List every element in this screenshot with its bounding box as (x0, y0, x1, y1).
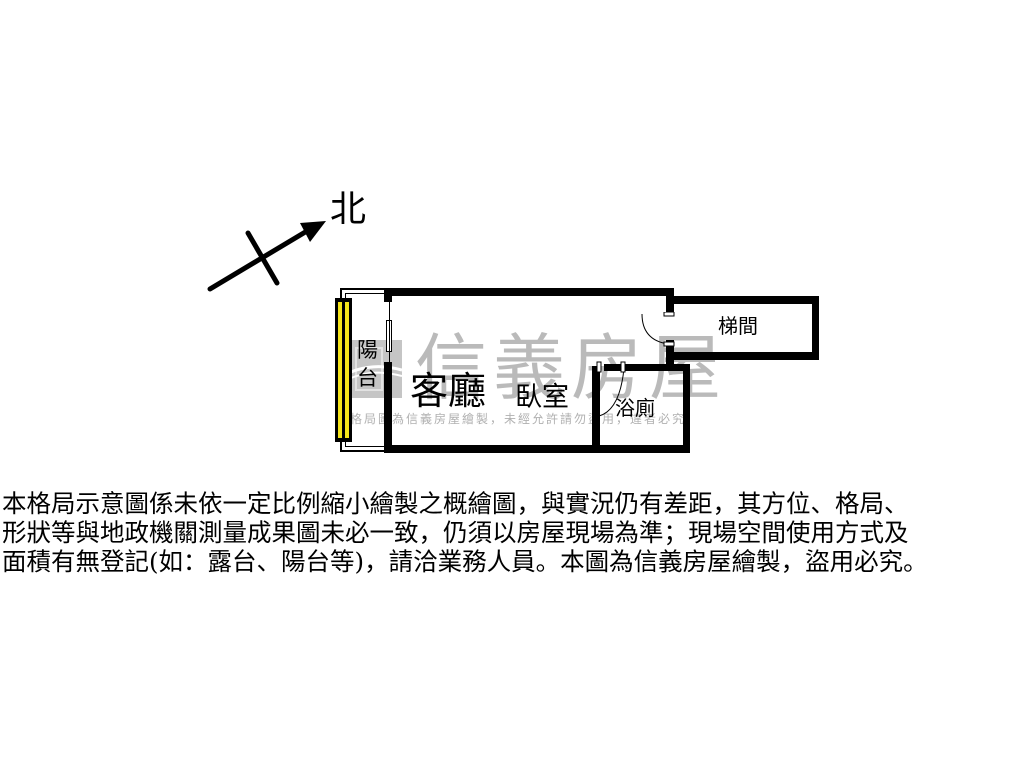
room-label-balcony-2: 台 (357, 366, 378, 390)
wall-left-upper (384, 288, 392, 302)
bathroom-door-swing-icon[interactable] (596, 360, 630, 420)
disclaimer-line-3: 面積有無登記(如：露台、陽台等)，請洽業務人員。本圖為信義房屋繪製，盜用必究。 (2, 547, 928, 576)
room-label-stairwell: 梯間 (718, 314, 758, 338)
room-label-living-room: 客廳 (410, 369, 487, 413)
bathroom-wall-left (592, 366, 600, 453)
room-label-balcony-1: 陽 (357, 338, 378, 362)
stairwell-wall-bottom (674, 352, 819, 360)
room-label-bathroom: 浴廁 (615, 396, 655, 420)
north-label: 北 (330, 189, 367, 230)
room-label-bedroom: 臥室 (515, 382, 569, 413)
wall-right-mid (666, 340, 674, 370)
disclaimer-line-2: 形狀等與地政機關測量成果圖未必一致，仍須以房屋現場為準；現場空間使用方式及 (2, 518, 909, 547)
disclaimer-line-1: 本格局示意圖係未依一定比例縮小繪製之概繪圖，與實況仍有差距，其方位、格局、 (2, 489, 909, 518)
disclaimer-text: 本格局示意圖係未依一定比例縮小繪製之概繪圖，與實況仍有差距，其方位、格局、 形狀… (2, 489, 1024, 576)
wall-bottom (384, 445, 690, 453)
north-arrow-icon (207, 221, 326, 292)
stairwell-wall-top (666, 296, 819, 304)
bathroom-wall-right (683, 364, 690, 453)
balcony-window (335, 298, 352, 442)
wall-left-lower (384, 362, 392, 453)
bathroom-wall-top (604, 364, 690, 371)
entrance-door-swing-icon[interactable] (638, 312, 678, 348)
stairwell-wall-right (812, 296, 819, 360)
wall-top (384, 288, 674, 296)
